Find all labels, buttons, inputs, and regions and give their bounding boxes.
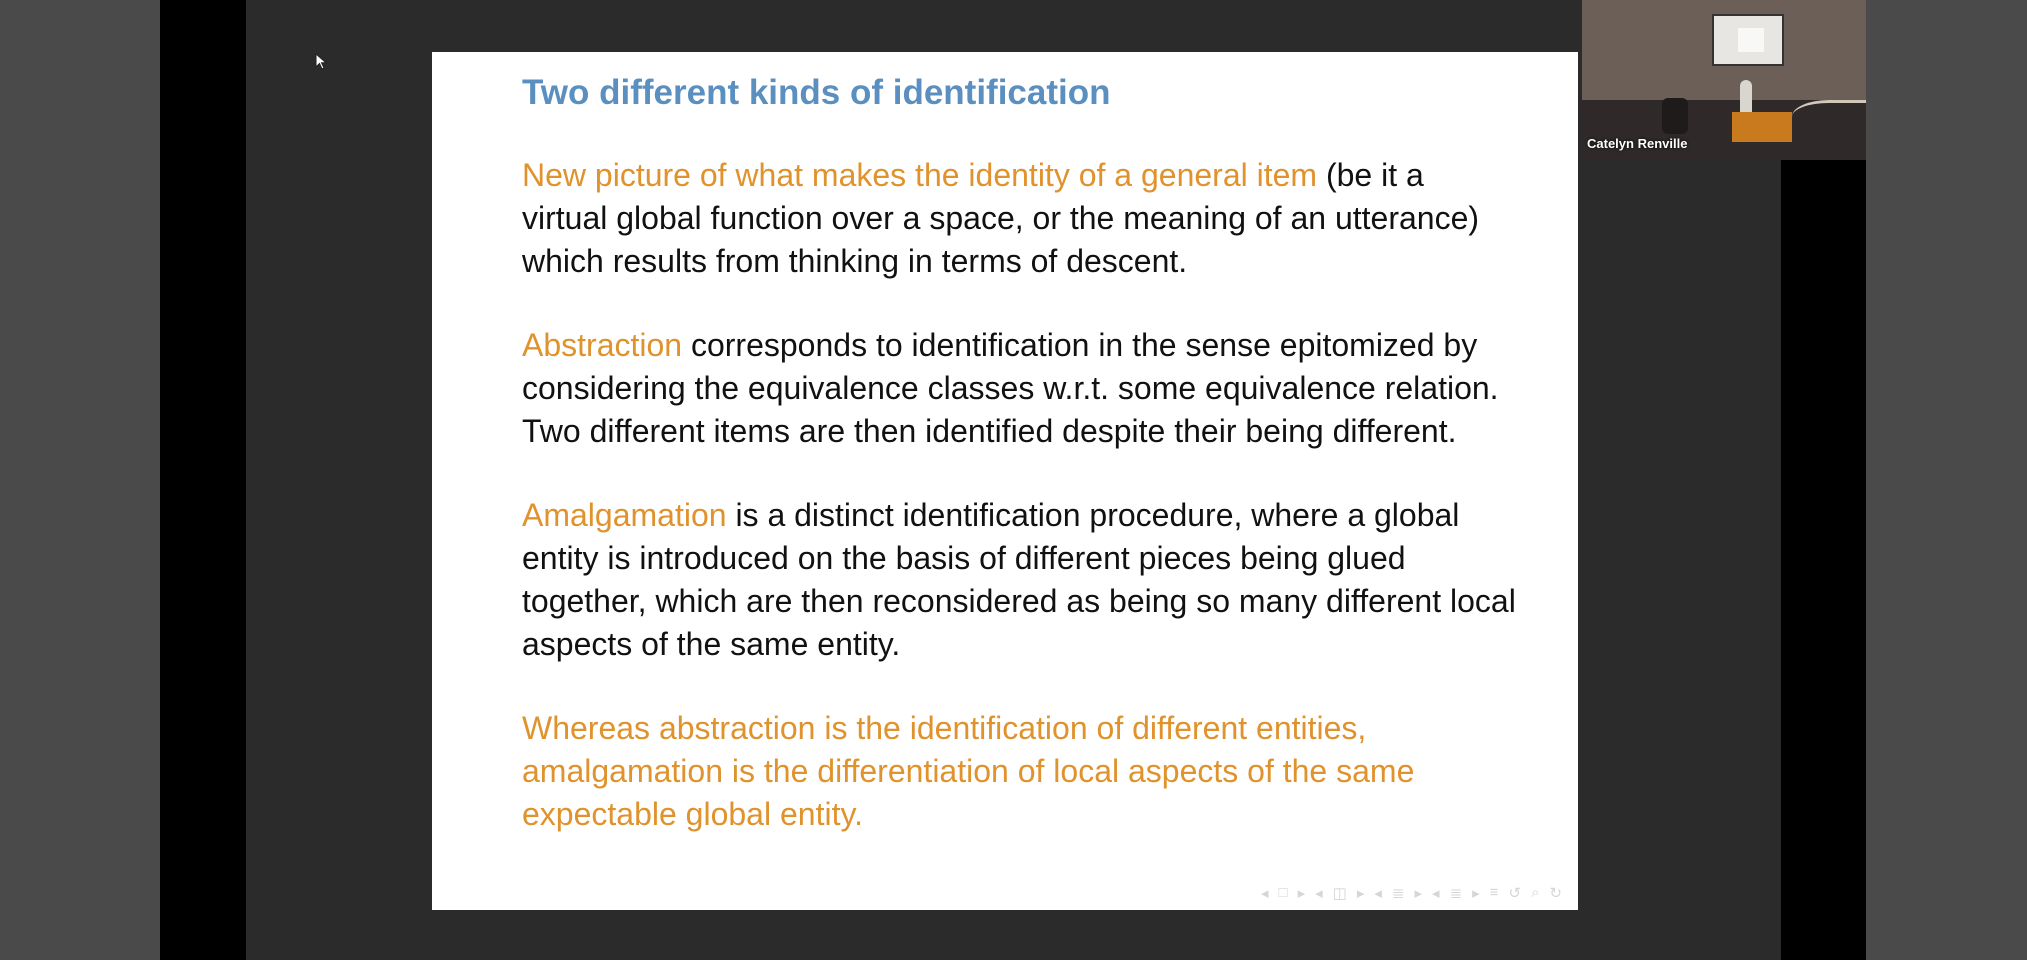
nav-right-icon[interactable]: ▸ — [1297, 885, 1306, 902]
paragraph-abstraction: Abstraction corresponds to identificatio… — [522, 324, 1518, 453]
nav-left-icon[interactable]: ◂ — [1374, 885, 1382, 902]
left-margin — [0, 0, 160, 960]
highlight-text: Abstraction — [522, 326, 683, 363]
right-margin — [1866, 0, 2027, 960]
body-text: is a distinct identification procedure, … — [522, 496, 1516, 662]
cursor-icon — [315, 53, 328, 70]
nav-section-icon[interactable]: ≣ — [1391, 885, 1405, 902]
nav-search-icon[interactable]: ⌕ — [1531, 884, 1540, 901]
right-black-bar — [1781, 160, 1866, 960]
body-text: corresponds to identification in the sen… — [522, 326, 1499, 449]
presentation-slide: Two different kinds of identification Ne… — [432, 52, 1578, 910]
nav-left-icon[interactable]: ◂ — [1315, 885, 1323, 902]
nav-right-icon[interactable]: ▸ — [1356, 885, 1365, 902]
nav-align-icon[interactable]: ≡ — [1489, 884, 1499, 901]
nav-loop-icon[interactable]: ↺ — [1508, 885, 1522, 902]
video-desk — [1732, 112, 1792, 142]
paragraph-conclusion: Whereas abstraction is the identificatio… — [522, 709, 1415, 832]
slide-title: Two different kinds of identification — [522, 73, 1111, 112]
nav-left-icon[interactable]: ◂ — [1432, 885, 1440, 902]
video-projector-screen — [1712, 14, 1784, 66]
nav-frame-icon[interactable]: □ — [1278, 884, 1288, 901]
paragraph-identity: New picture of what makes the identity o… — [522, 154, 1518, 283]
highlight-text: New picture of what makes the identity o… — [522, 156, 1318, 193]
video-rail — [1792, 100, 1866, 133]
nav-right-icon[interactable]: ▸ — [1414, 885, 1423, 902]
nav-left-icon[interactable]: ◂ — [1261, 885, 1269, 902]
nav-subsection-icon[interactable]: ◫ — [1332, 885, 1347, 902]
beamer-navigation[interactable]: ◂ □ ▸ ◂ ◫ ▸ ◂ ≣ ▸ ◂ ≣ ▸ ≡ ↺ ⌕ ↻ — [1261, 884, 1562, 902]
video-person — [1740, 80, 1752, 116]
nav-right-icon[interactable]: ▸ — [1472, 885, 1480, 902]
highlight-text: Amalgamation — [522, 496, 727, 533]
participant-video-tile[interactable]: Catelyn Renville — [1582, 0, 1866, 160]
video-chair — [1662, 98, 1688, 134]
nav-section-icon[interactable]: ≣ — [1449, 885, 1463, 902]
left-black-bar — [160, 0, 246, 960]
body-text: (be it a virtual global function over a … — [522, 156, 1480, 279]
nav-loop-icon[interactable]: ↻ — [1549, 885, 1562, 902]
participant-name: Catelyn Renville — [1587, 136, 1688, 151]
paragraph-amalgamation: Amalgamation is a distinct identificatio… — [522, 494, 1518, 666]
